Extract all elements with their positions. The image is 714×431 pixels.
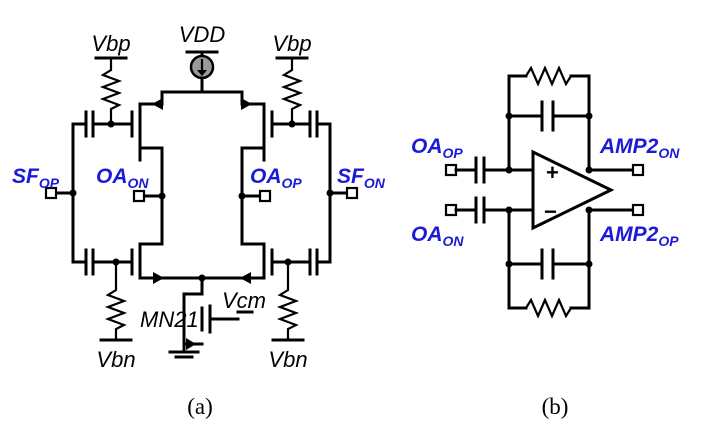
opamp-triangle: + − — [531, 149, 615, 231]
vbn-left-label: Vbn — [96, 347, 135, 372]
sf-op-label: SFOP — [12, 165, 60, 191]
tail-nmos-mn21 — [168, 276, 254, 359]
opamp-inputs — [444, 156, 535, 224]
left-pmos-sf — [71, 102, 164, 198]
circuit-a: VDD Vbp Vbp Vbn Vbn MN21 Vcm SFOP SFON O… — [12, 22, 386, 419]
feedback-bottom — [505, 208, 593, 319]
oa-on-label-a: OAON — [96, 165, 149, 191]
vdd-current-source — [160, 50, 244, 94]
amp2-op-label: AMP2OP — [599, 223, 679, 249]
right-vbp-resistor — [275, 56, 309, 128]
minus-sign: − — [544, 199, 557, 224]
oa-op-label-b: OAOP — [411, 135, 463, 161]
vbp-left-label: Vbp — [91, 31, 130, 56]
opamp-outputs — [585, 163, 645, 217]
circuit-b: + − — [411, 65, 680, 419]
vdd-label: VDD — [179, 22, 226, 47]
feedback-top — [505, 65, 593, 172]
right-pmos-sf — [240, 102, 332, 198]
mn21-label: MN21 — [140, 307, 199, 332]
sf-rails — [44, 122, 359, 264]
amp2-on-label: AMP2ON — [599, 135, 680, 161]
caption-a: (a) — [187, 394, 213, 419]
oa-op-label-a: OAOP — [250, 165, 302, 191]
caption-b: (b) — [542, 394, 569, 419]
vbn-resistors — [99, 262, 305, 342]
sf-on-label: SFON — [337, 165, 386, 191]
vbn-right-label: Vbn — [268, 347, 307, 372]
left-vbp-resistor — [94, 56, 128, 128]
oa-on-label-b: OAON — [411, 223, 464, 249]
bottom-nmos — [71, 194, 332, 284]
vcm-label: Vcm — [222, 288, 266, 313]
vbp-right-label: Vbp — [272, 31, 311, 56]
top-pmos-pair — [138, 90, 266, 110]
oa-pins-a — [132, 189, 272, 203]
plus-sign: + — [546, 160, 559, 185]
